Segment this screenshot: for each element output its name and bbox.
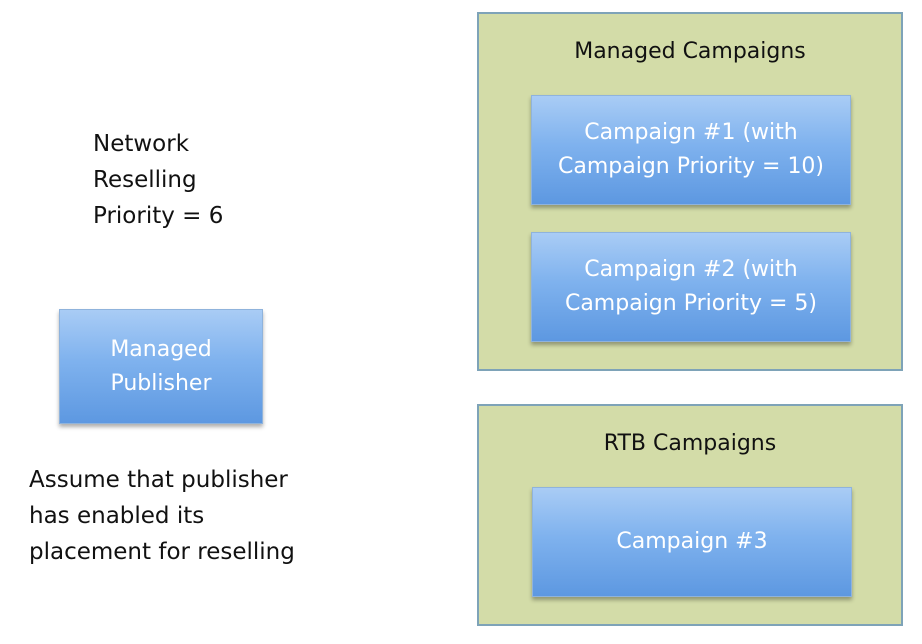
managed-campaigns-title: Managed Campaigns [574,39,806,64]
reselling-assumption-note: Assume that publisher has enabled its pl… [29,467,295,565]
campaign-1-label: Campaign #1 (with Campaign Priority = 10… [557,120,825,179]
network-reselling-priority-note: Network Reselling Priority = 6 [93,131,224,229]
managed-publisher-box: Managed Publisher [59,309,263,424]
campaign-3-box: Campaign #3 [532,487,852,597]
campaign-3-label: Campaign #3 [616,529,768,554]
campaign-2-box: Campaign #2 (with Campaign Priority = 5) [531,232,851,342]
campaign-2-label: Campaign #2 (with Campaign Priority = 5) [564,257,818,316]
rtb-campaigns-title: RTB Campaigns [603,431,777,456]
managed-publisher-label: Managed Publisher [110,336,212,396]
rtb-campaigns-group: RTB Campaigns Campaign #3 [477,404,903,626]
managed-campaigns-group: Managed Campaigns Campaign #1 (with Camp… [477,12,903,371]
campaign-1-box: Campaign #1 (with Campaign Priority = 10… [531,95,851,205]
